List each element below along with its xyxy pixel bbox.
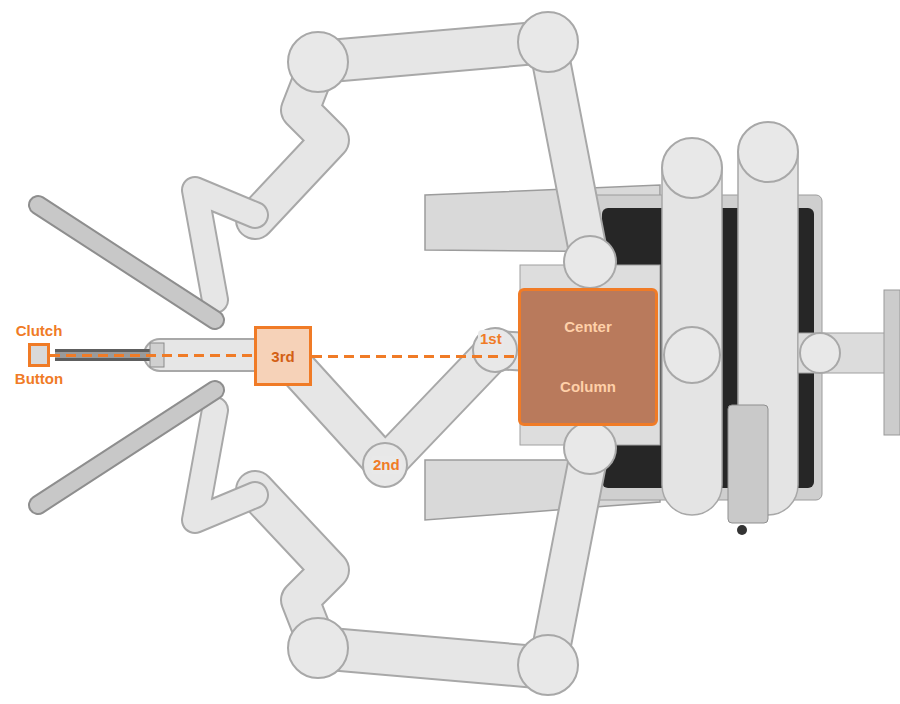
joint-number: 1st xyxy=(478,330,504,348)
pillar-cap xyxy=(738,122,798,182)
joint-label: Center Column xyxy=(555,297,621,417)
joint-highlight-box: 3rd xyxy=(254,326,312,386)
part-label: Button xyxy=(15,370,63,388)
top-arm xyxy=(38,12,616,320)
cart-wheel xyxy=(737,525,747,535)
joint-number: 2nd xyxy=(371,456,402,474)
dashed-connector xyxy=(50,354,254,357)
bottom-arm xyxy=(38,390,616,695)
clutch-button-box: ClutchButton xyxy=(28,343,50,367)
patient-cart xyxy=(425,122,900,535)
cart-handle xyxy=(798,333,893,373)
pillar-joint xyxy=(664,327,720,383)
center-arm xyxy=(55,327,530,487)
joint-highlight-box: Center Column xyxy=(518,288,658,426)
part-label: Clutch xyxy=(16,322,63,340)
dashed-connector xyxy=(312,355,518,358)
joint-label: 3rd xyxy=(271,348,294,365)
handle-joint xyxy=(800,333,840,373)
handle-bar xyxy=(884,290,900,435)
cart-latch xyxy=(728,405,768,523)
pillar-cap xyxy=(662,138,722,198)
